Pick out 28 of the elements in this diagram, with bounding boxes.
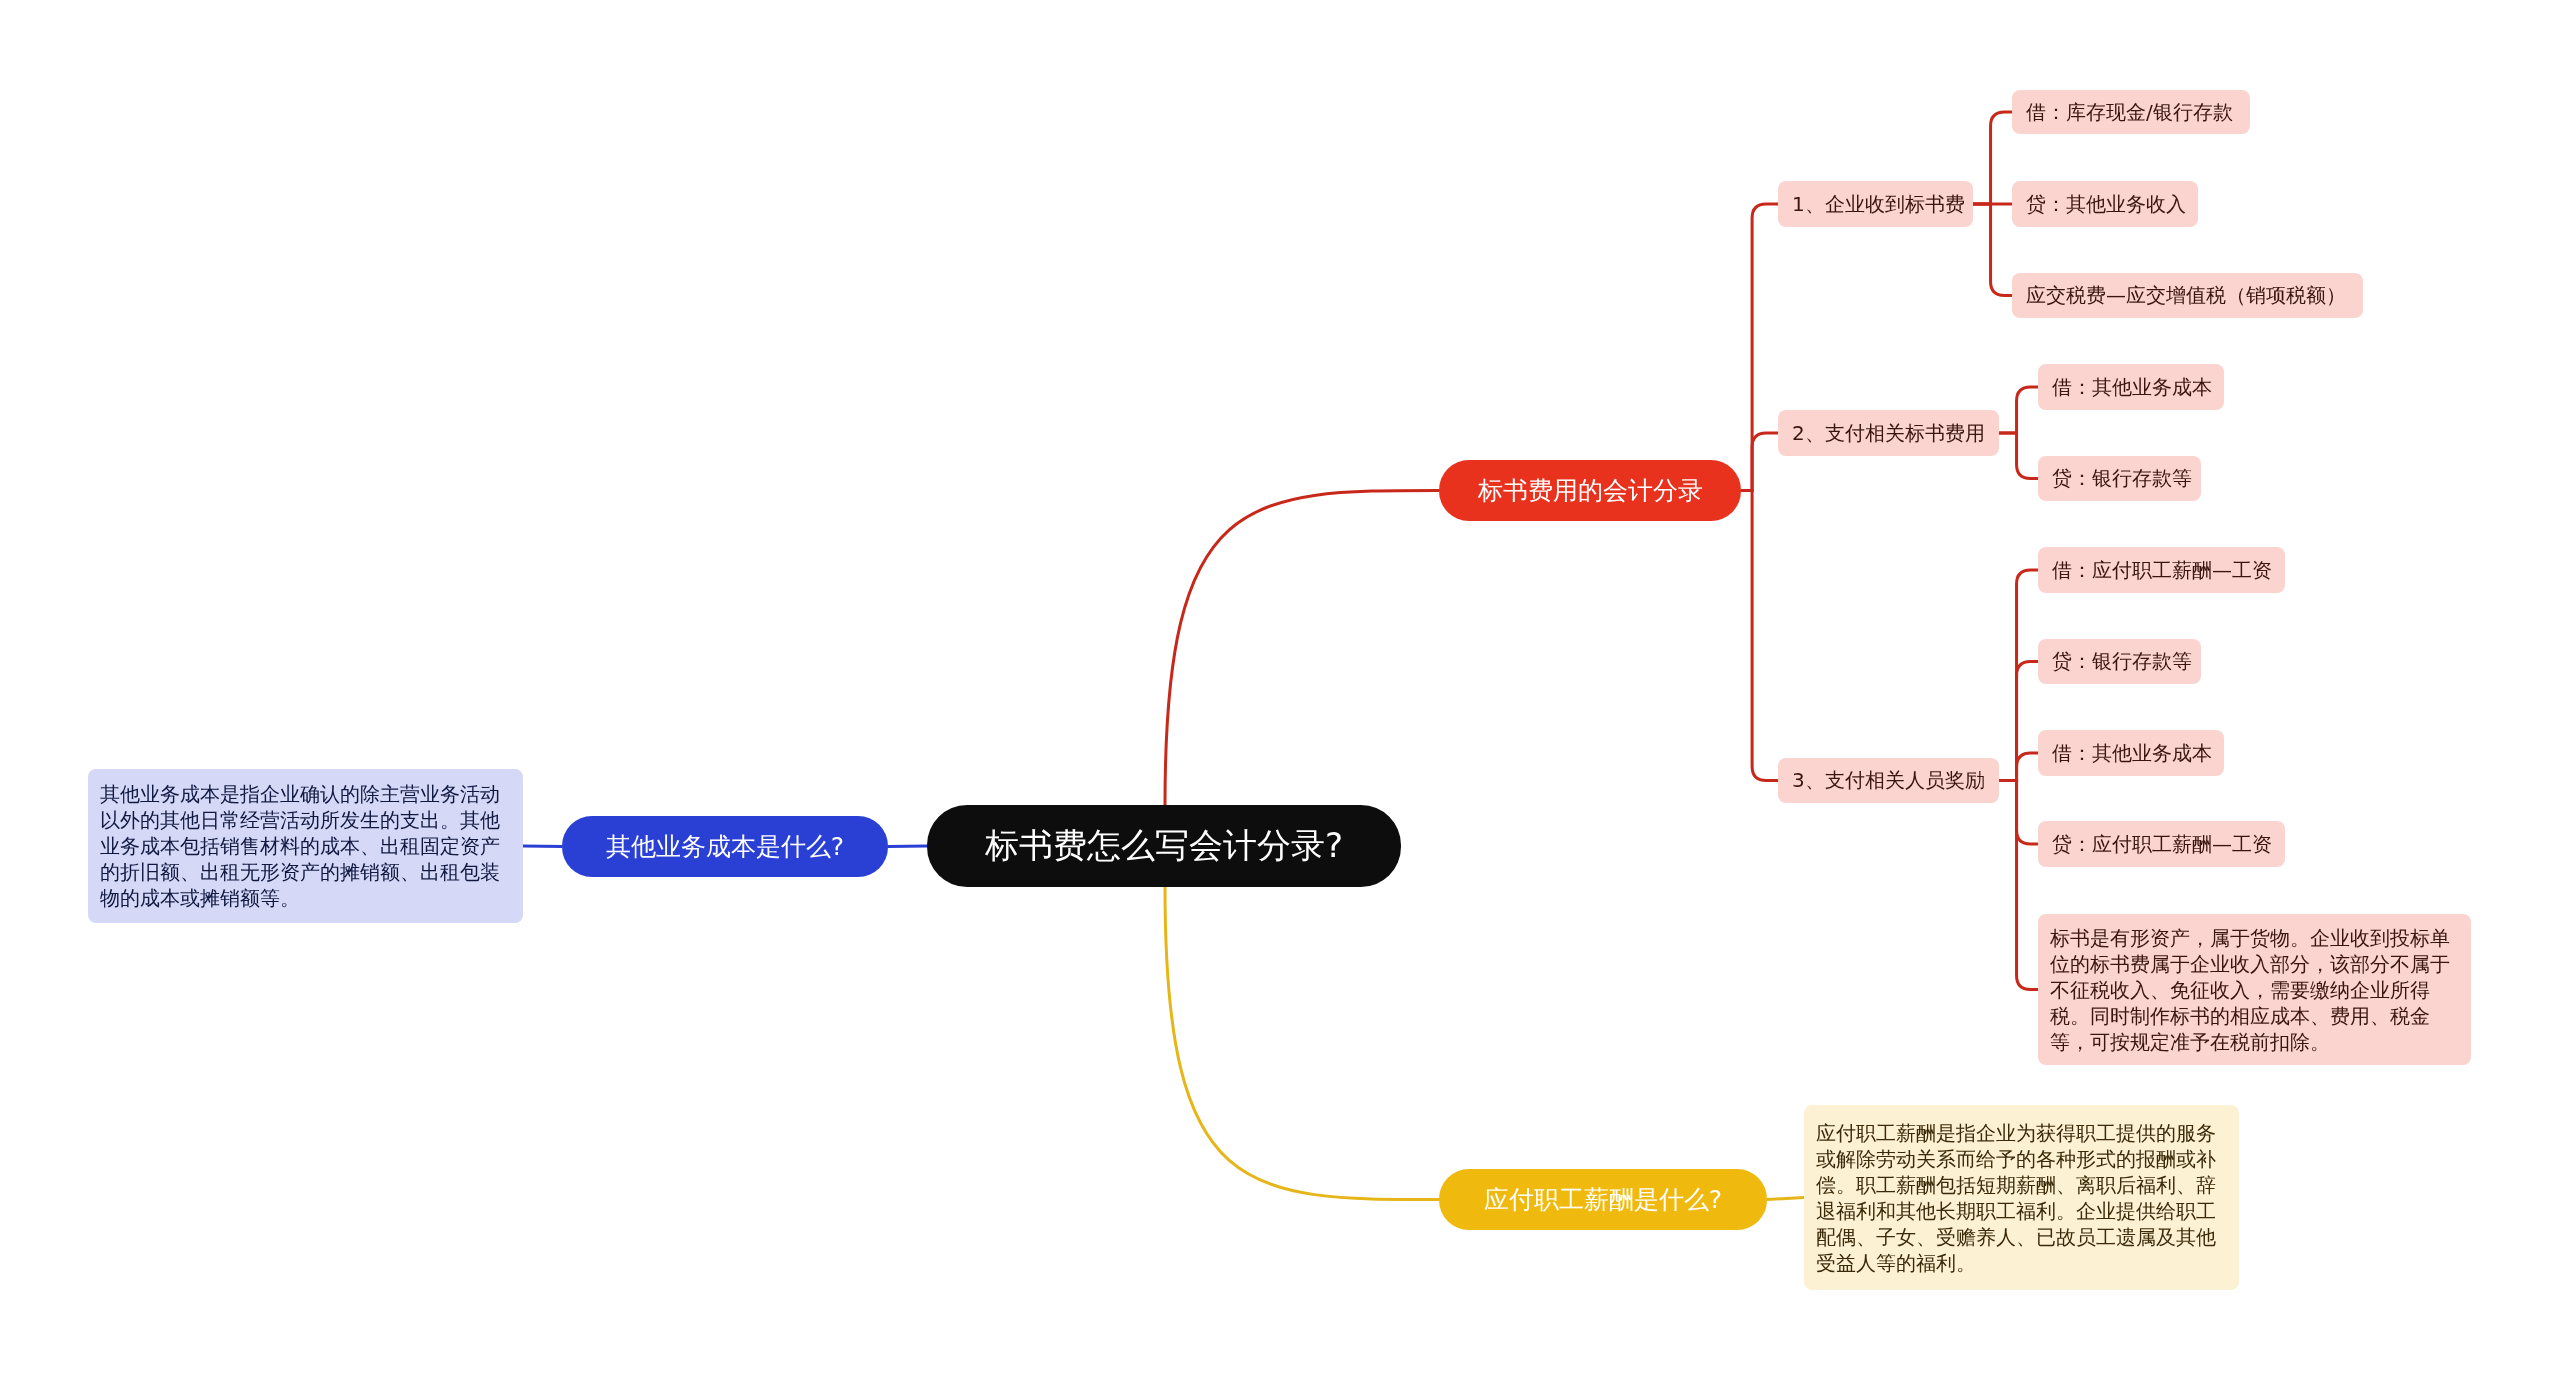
central-topic: 标书费怎么写会计分录? — [927, 805, 1401, 887]
topic-pill: 其他业务成本是什么? — [562, 816, 888, 877]
note-box: 其他业务成本是指企业确认的除主营业务活动以外的其他日常经营活动所发生的支出。其他业务成本包括销售材料的成本、出租固定资产的折旧额、出租无形资产的摊销额、出租包装物的成本或摊销额等。 — [88, 769, 523, 923]
entry-box: 借：应付职工薪酬—工资 — [2038, 547, 2285, 593]
connector-line — [1741, 489, 1778, 782]
entry-box: 借：库存现金/银行存款 — [2012, 90, 2250, 134]
subtopic-box: 1、企业收到标书费 — [1778, 181, 1973, 227]
connector-line — [1973, 202, 2012, 297]
entry-box: 应交税费—应交增值税（销项税额） — [2012, 273, 2363, 318]
connector-line — [1766, 1196, 1805, 1201]
topic-pill: 应付职工薪酬是什么? — [1439, 1169, 1767, 1230]
note-box: 应付职工薪酬是指企业为获得职工提供的服务或解除劳动关系而给予的各种形式的报酬或补偿。职工薪酬包括短期薪酬、离职后福利、辞退福利和其他长期职工福利。企业提供给职工配偶、子女、受赡养人、已故员工遗属及其他受益人等的福利。 — [1804, 1105, 2239, 1290]
connector-line — [1999, 431, 2038, 480]
entry-box: 贷：应付职工薪酬—工资 — [2038, 821, 2285, 867]
entry-box: 借：其他业务成本 — [2038, 364, 2224, 410]
connector-line — [1163, 489, 1439, 806]
entry-box: 贷：其他业务收入 — [2012, 181, 2198, 227]
connector-line — [1999, 779, 2038, 991]
entry-box: 贷：银行存款等 — [2038, 639, 2201, 684]
subtopic-box: 2、支付相关标书费用 — [1778, 410, 1999, 456]
entry-box: 贷：银行存款等 — [2038, 456, 2201, 501]
connector-line — [1163, 886, 1439, 1201]
entry-box: 借：其他业务成本 — [2038, 730, 2224, 776]
connector-line — [887, 844, 928, 848]
connector-line — [522, 844, 563, 848]
subtopic-box: 3、支付相关人员奖励 — [1778, 758, 1999, 803]
topic-pill: 标书费用的会计分录 — [1439, 460, 1741, 521]
note-box: 标书是有形资产，属于货物。企业收到投标单位的标书费属于企业收入部分，该部分不属于不征税收入、免征收入，需要缴纳企业所得税。同时制作标书的相应成本、费用、税金等，可按规定准予在税前扣除。 — [2038, 914, 2471, 1065]
